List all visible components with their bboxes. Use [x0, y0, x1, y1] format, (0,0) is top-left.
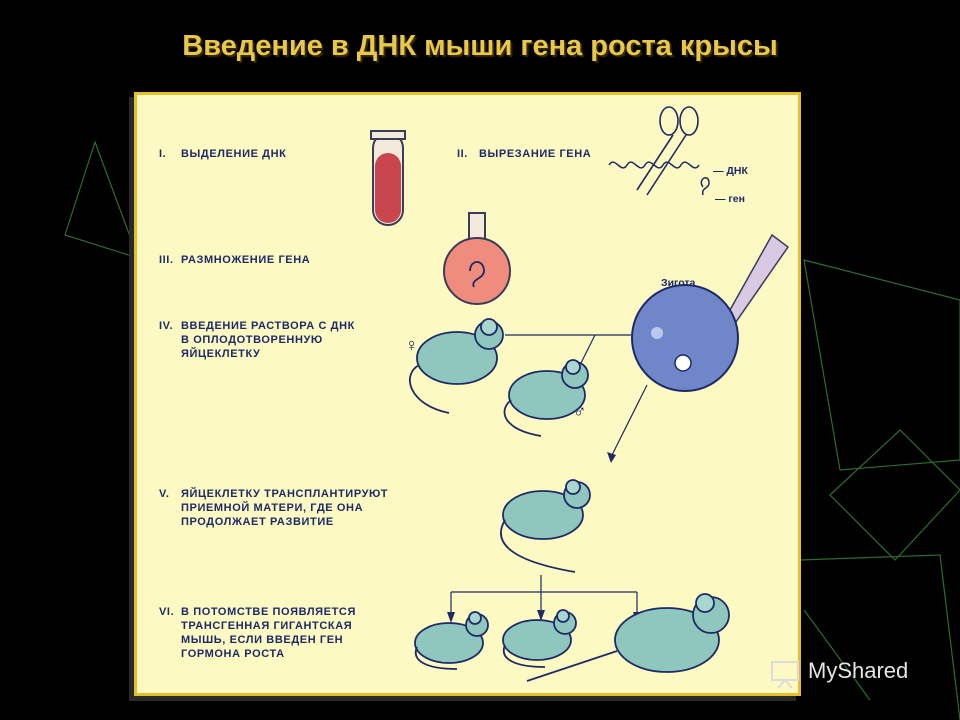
male-mouse [503, 359, 589, 437]
diagram-panel: I. ВЫДЕЛЕНИЕ ДНК II. ВЫРЕЗАНИЕ ГЕНА III. РА… [134, 92, 801, 696]
female-symbol: ♀ [405, 335, 419, 355]
diagram-illustration [370, 106, 790, 682]
gene-label: — ген [715, 193, 745, 205]
zygote-label: Зигота [661, 277, 696, 289]
presentation-icon [771, 661, 799, 689]
step-5-number: V. [159, 488, 170, 500]
foster-mother-mouse [500, 479, 591, 573]
dna-label: — ДНК [713, 165, 748, 177]
page-title: Введение в ДНК мыши гена роста крысы [182, 30, 778, 62]
step-2-text: ВЫРЕЗАНИЕ ГЕНА [479, 148, 592, 160]
step-6-text: В ПОТОМСТВЕ ПОЯВЛЯЕТСЯ ТРАНСГЕННАЯ ГИГАН… [181, 606, 356, 660]
step-4-text: ВВЕДЕНИЕ РАСТВОРА С ДНК В ОПЛОДОТВОРЕННУ… [181, 320, 355, 360]
test-tube-icon [370, 130, 406, 226]
offspring-mouse-2 [502, 609, 577, 668]
watermark: MyShared [808, 658, 909, 683]
flask-icon [443, 212, 511, 305]
step-2: II. ВЫРЕЗАНИЕ ГЕНА [457, 147, 591, 161]
step-2-number: II. [457, 148, 468, 160]
step-6: VI. В ПОТОМСТВЕ ПОЯВЛЯЕТСЯ ТРАНСГЕННАЯ ГИ… [159, 605, 356, 661]
step-4-number: IV. [159, 320, 174, 332]
step-3-text: РАЗМНОЖЕНИЕ ГЕНА [181, 254, 311, 266]
step-5-text: ЯЙЦЕКЛЕТКУ ТРАНСПЛАНТИРУЮТ ПРИЕМНОЙ МАТЕ… [181, 488, 389, 528]
step-5: V. ЯЙЦЕКЛЕТКУ ТРАНСПЛАНТИРУЮТ ПРИЕМНОЙ МА… [159, 487, 388, 529]
step-6-number: VI. [159, 606, 175, 618]
offspring-mouse-1 [414, 611, 489, 670]
giant-transgenic-mouse [526, 593, 730, 682]
step-3: III. РАЗМНОЖЕНИЕ ГЕНА [159, 253, 310, 267]
dna-coil-icon [608, 161, 710, 196]
male-symbol: ♂ [573, 401, 587, 421]
step-1-number: I. [159, 148, 167, 160]
step-4: IV. ВВЕДЕНИЕ РАСТВОРА С ДНК В ОПЛОДОТВОРЕ… [159, 319, 355, 361]
step-1: I. ВЫДЕЛЕНИЕ ДНК [159, 147, 286, 161]
scissors-icon [636, 106, 699, 196]
zygote-icon [631, 284, 739, 392]
step-3-number: III. [159, 254, 174, 266]
step-1-text: ВЫДЕЛЕНИЕ ДНК [181, 148, 287, 160]
female-mouse [409, 318, 504, 414]
